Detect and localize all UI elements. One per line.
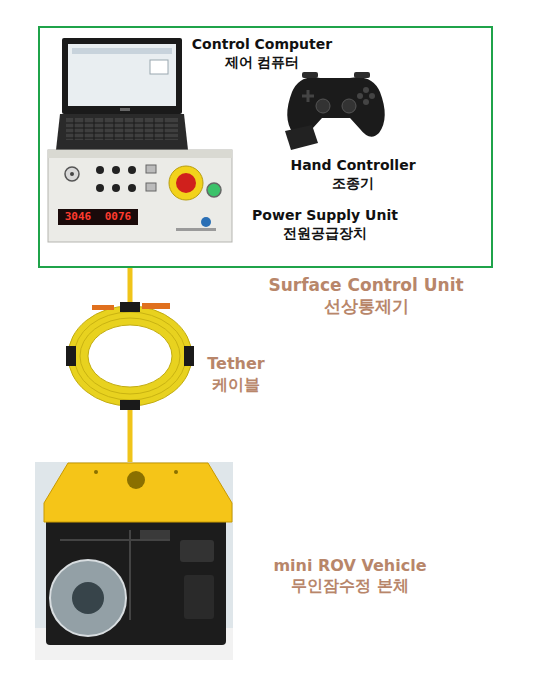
gamepad-illustration-part — [342, 99, 356, 113]
power-supply-illustration-part — [201, 217, 211, 227]
component-label: Power Supply Unit전원공급장치 — [248, 203, 402, 246]
node-text-group: mini ROV Vehicle무인잠수정 본체 — [273, 556, 426, 596]
gamepad-illustration-part — [357, 93, 363, 99]
rov-illustration-part — [94, 470, 98, 474]
node-text: 전원공급장치 — [252, 225, 398, 243]
rov-illustration — [35, 462, 233, 660]
tether-coil-illustration-part — [92, 305, 114, 310]
rov-illustration-part — [127, 471, 145, 489]
power-supply-illustration-part — [58, 209, 98, 225]
node-text: 선상통제기 — [268, 296, 463, 317]
component-label: Hand Controller조종기 — [286, 153, 419, 196]
rov-illustration-part — [180, 540, 214, 562]
power-supply-illustration — [48, 150, 232, 242]
laptop-illustration-part — [56, 114, 188, 150]
node-text-group: Control Computer제어 컴퓨터 — [192, 36, 332, 71]
display-reading: 3046 — [65, 210, 92, 224]
tether-label: Tether — [207, 354, 264, 374]
gamepad-illustration-part — [363, 99, 369, 105]
power-supply-illustration-part — [176, 228, 216, 231]
rov-illustration-part — [140, 530, 170, 540]
rov-illustration-part — [72, 582, 104, 614]
tether-coil-illustration-part — [120, 400, 140, 410]
power-supply-illustration-part — [70, 172, 74, 176]
power-supply-illustration-part — [112, 184, 120, 192]
component-label: Control Computer제어 컴퓨터 — [188, 32, 336, 75]
power-supply-illustration-part — [128, 166, 136, 174]
power-supply-illustration-part — [48, 150, 232, 242]
gamepad-illustration-part — [369, 93, 375, 99]
node-text: mini ROV Vehicle — [273, 556, 426, 576]
power-supply-illustration-part — [176, 173, 196, 193]
tether-coil-illustration-part — [88, 325, 172, 387]
tether-coil-illustration-part — [68, 306, 192, 406]
display-reading: 0076 — [105, 210, 132, 224]
rov-illustration-part — [35, 462, 233, 660]
power-supply-illustration-part — [207, 183, 221, 197]
tether-coil-illustration-part — [74, 312, 186, 400]
laptop-illustration — [56, 38, 188, 150]
power-supply-illustration-part — [96, 184, 104, 192]
rov-illustration-part — [60, 530, 170, 620]
power-supply-illustration-part — [128, 184, 136, 192]
node-text-group: Power Supply Unit전원공급장치 — [252, 207, 398, 242]
rov-illustration-part — [184, 575, 214, 619]
laptop-illustration-part — [66, 118, 178, 140]
power-supply-illustration-part — [169, 166, 203, 200]
tether-coil-illustration — [66, 302, 194, 410]
gamepad-illustration-part — [316, 99, 330, 113]
node-text: Surface Control Unit — [268, 275, 463, 296]
gamepad-illustration-part — [302, 90, 314, 102]
laptop-illustration-part — [66, 123, 178, 138]
power-supply-illustration-part — [48, 150, 232, 158]
rov-illustration-part — [44, 463, 232, 522]
node-text: 제어 컴퓨터 — [192, 54, 332, 72]
power-supply-illustration-part — [146, 183, 156, 191]
node-text: 무인잠수정 본체 — [273, 576, 426, 596]
gamepad-illustration — [285, 72, 385, 150]
tether-coil-illustration-part — [120, 302, 140, 312]
laptop-illustration-part — [74, 118, 164, 140]
node-text: Hand Controller — [290, 157, 415, 175]
power-supply-illustration-part — [146, 165, 156, 173]
rov-illustration-part — [46, 505, 226, 645]
gamepad-illustration-part — [363, 87, 369, 93]
laptop-illustration-part — [68, 44, 176, 106]
node-text-group: Surface Control Unit선상통제기 — [268, 275, 463, 318]
tether-coil-illustration-part — [142, 303, 170, 309]
laptop-illustration-part — [72, 48, 172, 54]
power-supply-illustration-part — [98, 209, 138, 225]
gamepad-illustration-part — [285, 125, 318, 150]
rov-illustration-part — [174, 470, 178, 474]
power-supply-illustration-part — [112, 166, 120, 174]
power-supply-illustration-part — [65, 167, 79, 181]
node-text: Power Supply Unit — [252, 207, 398, 225]
laptop-illustration-part — [150, 60, 168, 74]
tether-coil-illustration-part — [66, 346, 76, 366]
power-supply-illustration-part — [96, 166, 104, 174]
laptop-illustration-part — [62, 38, 182, 114]
vehicle-node: mini ROV Vehicle무인잠수정 본체 — [35, 462, 465, 660]
tether-label: 케이블 — [212, 375, 260, 395]
rov-illustration-part — [50, 560, 126, 636]
surface-unit-box: Surface Control Unit선상통제기Control Compute… — [38, 26, 493, 268]
gamepad-illustration-part — [302, 72, 318, 78]
tether-coil-illustration-part — [184, 346, 194, 366]
node-text-group: Hand Controller조종기 — [290, 157, 415, 192]
node-text: Control Computer — [192, 36, 332, 54]
tether-coil-illustration-part — [80, 318, 180, 394]
node-text: 조종기 — [290, 175, 415, 193]
laptop-illustration-part — [120, 108, 130, 111]
gamepad-illustration-part — [354, 72, 370, 78]
